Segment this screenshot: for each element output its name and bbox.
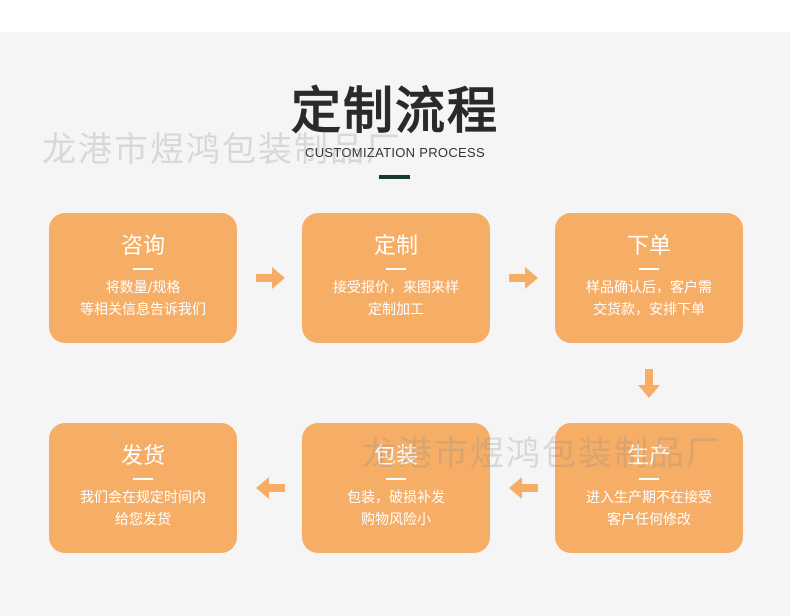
step-desc-line: 给您发货 xyxy=(115,512,171,528)
step-title: 定制 xyxy=(373,234,418,259)
step-description: 接受报价，来图来样 定制加工 xyxy=(308,277,484,321)
step-title: 下单 xyxy=(626,234,671,259)
step-title: 咨询 xyxy=(120,234,165,259)
step-desc-line: 客户任何修改 xyxy=(607,512,691,528)
arrow-left-icon xyxy=(509,477,538,499)
page-title: 定制流程 xyxy=(291,82,499,140)
step-desc-line: 样品确认后，客户需 xyxy=(586,280,712,296)
step-desc-line: 将数量/规格 xyxy=(105,280,181,296)
step-desc-line: 包装，破损补发 xyxy=(347,490,445,506)
step-description: 进入生产期不在接受 客户任何修改 xyxy=(561,487,737,531)
step-description: 包装，破损补发 购物风险小 xyxy=(308,487,484,531)
step-desc-line: 等相关信息告诉我们 xyxy=(80,302,206,318)
step-card-consult: 咨询 将数量/规格 等相关信息告诉我们 xyxy=(49,213,237,343)
step-desc-line: 进入生产期不在接受 xyxy=(586,490,712,506)
step-underline xyxy=(133,268,153,270)
step-title: 包装 xyxy=(373,444,418,469)
arrow-down-icon xyxy=(638,369,660,398)
arrow-left-icon xyxy=(256,477,285,499)
step-description: 将数量/规格 等相关信息告诉我们 xyxy=(55,277,231,321)
step-desc-line: 购物风险小 xyxy=(361,512,431,528)
step-desc-line: 交货款，安排下单 xyxy=(593,302,705,318)
step-underline xyxy=(639,268,659,270)
step-description: 我们会在规定时间内 给您发货 xyxy=(55,487,231,531)
step-card-order: 下单 样品确认后，客户需 交货款，安排下单 xyxy=(555,213,743,343)
step-underline xyxy=(386,478,406,480)
step-card-customize: 定制 接受报价，来图来样 定制加工 xyxy=(302,213,490,343)
step-card-ship: 发货 我们会在规定时间内 给您发货 xyxy=(49,423,237,553)
step-underline xyxy=(639,478,659,480)
step-card-produce: 生产 进入生产期不在接受 客户任何修改 xyxy=(555,423,743,553)
step-underline xyxy=(386,268,406,270)
step-card-package: 包装 包装，破损补发 购物风险小 xyxy=(302,423,490,553)
step-description: 样品确认后，客户需 交货款，安排下单 xyxy=(561,277,737,321)
step-title: 发货 xyxy=(120,444,165,469)
arrow-right-icon xyxy=(256,267,285,289)
step-desc-line: 我们会在规定时间内 xyxy=(80,490,206,506)
step-desc-line: 定制加工 xyxy=(368,302,424,318)
step-title: 生产 xyxy=(626,444,671,469)
step-desc-line: 接受报价，来图来样 xyxy=(333,280,459,296)
arrow-right-icon xyxy=(509,267,538,289)
page-subtitle: CUSTOMIZATION PROCESS xyxy=(305,145,485,160)
step-underline xyxy=(133,478,153,480)
title-divider xyxy=(379,175,410,179)
